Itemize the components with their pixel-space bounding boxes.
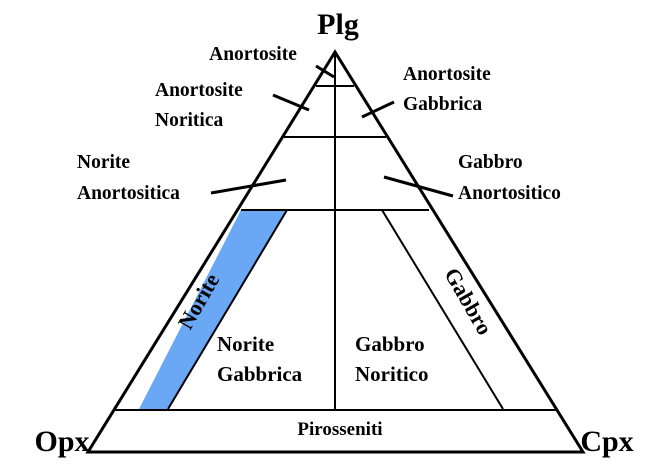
label-gabbro-noritico-1: Gabbro bbox=[355, 332, 425, 356]
line-gabbro-boundary bbox=[381, 209, 504, 410]
leader-gabbro-anortositico bbox=[383, 175, 454, 198]
leader-anortosite bbox=[315, 64, 335, 79]
label-norite-gabbrica-2: Gabbrica bbox=[217, 362, 303, 386]
label-anortosite-noritica-2: Noritica bbox=[155, 110, 223, 131]
apex-cpx: Cpx bbox=[580, 425, 633, 458]
label-norite-gabbrica-1: Norite bbox=[217, 332, 274, 356]
apex-plg: Plg bbox=[317, 8, 359, 41]
label-anortosite-gabbrica-2: Gabbrica bbox=[403, 94, 482, 115]
label-anortosite-gabbrica-1: Anortosite bbox=[403, 64, 491, 85]
label-gabbro-anortositico-1: Gabbro bbox=[458, 152, 523, 173]
label-anortosite-noritica-1: Anortosite bbox=[155, 80, 243, 101]
norite-field bbox=[139, 210, 287, 409]
leader-norite-anortositica bbox=[210, 178, 287, 195]
label-norite-anortositica-1: Norite bbox=[77, 152, 130, 173]
triangle-outline bbox=[85, 49, 586, 454]
leader-anortosite-noritica bbox=[272, 93, 310, 112]
label-pirosseniti: Pirosseniti bbox=[297, 419, 382, 440]
label-gabbro-anortositico-2: Anortositico bbox=[458, 183, 561, 204]
apex-opx: Opx bbox=[34, 425, 89, 458]
label-anortosite: Anortosite bbox=[209, 44, 297, 65]
label-gabbro-noritico-2: Noritico bbox=[355, 362, 428, 386]
leader-anortosite-gabbrica bbox=[361, 100, 395, 119]
line-norite-boundary bbox=[167, 209, 288, 410]
label-norite-anortositica-2: Anortositica bbox=[77, 183, 180, 204]
